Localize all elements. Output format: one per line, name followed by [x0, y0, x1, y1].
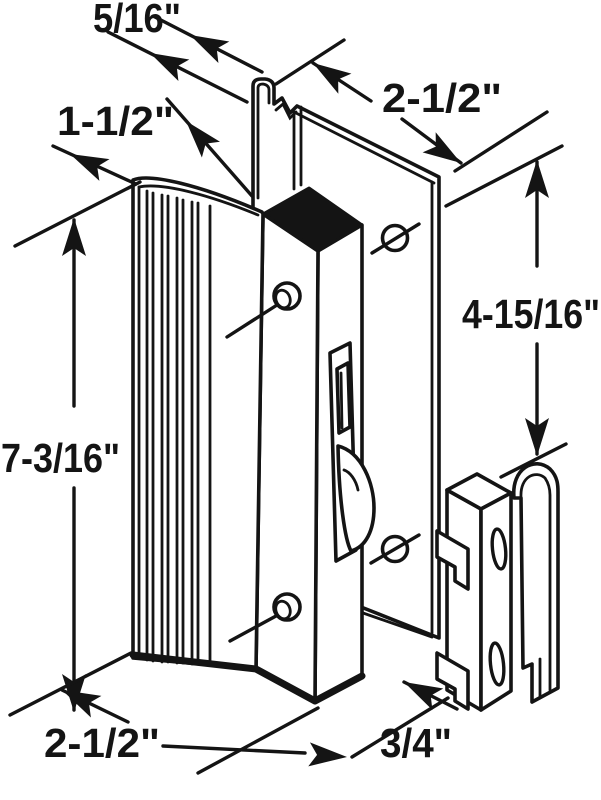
dim-2-1-2-bot-ext-right [196, 706, 320, 775]
dim-4-15-16-ext-bottom [499, 442, 568, 479]
dim-2-1-2-bot-ext-left [8, 651, 133, 717]
label-plate-width: 2-1/2" [382, 75, 502, 121]
screw-top-slot [370, 222, 421, 255]
keeper-hook-lower [435, 651, 470, 711]
dim-4-15-16-ext-top [444, 144, 564, 208]
keeper-channel [512, 462, 560, 704]
backplate-bottom-edge-inner [361, 611, 434, 639]
keeper-hook-upper [435, 529, 470, 591]
dim-7-3-16-ext-top [13, 180, 142, 248]
handle-ribs [145, 189, 212, 667]
handle-top-curve-inner [137, 184, 260, 217]
dim-2-1-2-bot-shaft-right [161, 744, 307, 755]
keeper-slot-lower [488, 641, 506, 687]
label-overall-height: 7-3/16" [1, 435, 120, 481]
base-bottom-edge [129, 651, 366, 705]
backplate-tab-inner [256, 82, 271, 200]
mounting-hole-top [225, 281, 302, 339]
label-base-width: 2-1/2" [44, 720, 160, 766]
screw-bottom [369, 533, 421, 565]
dimension-lines [8, 15, 568, 775]
keeper-main-face [479, 491, 513, 712]
latch-hook-detail [342, 468, 360, 492]
keeper-slot-upper [490, 527, 508, 571]
backplate-top-edge-inner [292, 110, 436, 185]
mounting-hole-bottom [228, 592, 302, 643]
screw-bottom-slot [369, 533, 421, 565]
keeper [435, 462, 560, 712]
latch-upper-tab-detail [339, 371, 344, 430]
label-tab-width: 5/16" [93, 0, 181, 41]
dim-2-1-2-top-ext-right [453, 110, 549, 173]
hole-top-leader [225, 303, 279, 339]
screw-top [370, 222, 421, 255]
dimension-labels: 5/16" 1-1/2" 2-1/2" 4-15/16" 7-3/16" 2-1… [1, 0, 600, 766]
latch-upper-tab [335, 361, 352, 435]
latch-slot [328, 341, 376, 563]
label-handle-projection: 1-1/2" [57, 98, 174, 144]
dim-3-4-ext-keeper [350, 696, 450, 759]
keeper-channel-curl [519, 473, 552, 692]
label-latch-depth: 3/4" [380, 720, 452, 766]
dim-2-1-2-top-ext-left [274, 38, 346, 86]
label-plate-to-keeper: 4-15/16" [462, 291, 600, 337]
handle [131, 176, 265, 671]
hole-bottom-leader [228, 614, 278, 643]
dim-1-1-2-line-a [165, 97, 254, 198]
dim-5-16-line-b [106, 30, 249, 104]
